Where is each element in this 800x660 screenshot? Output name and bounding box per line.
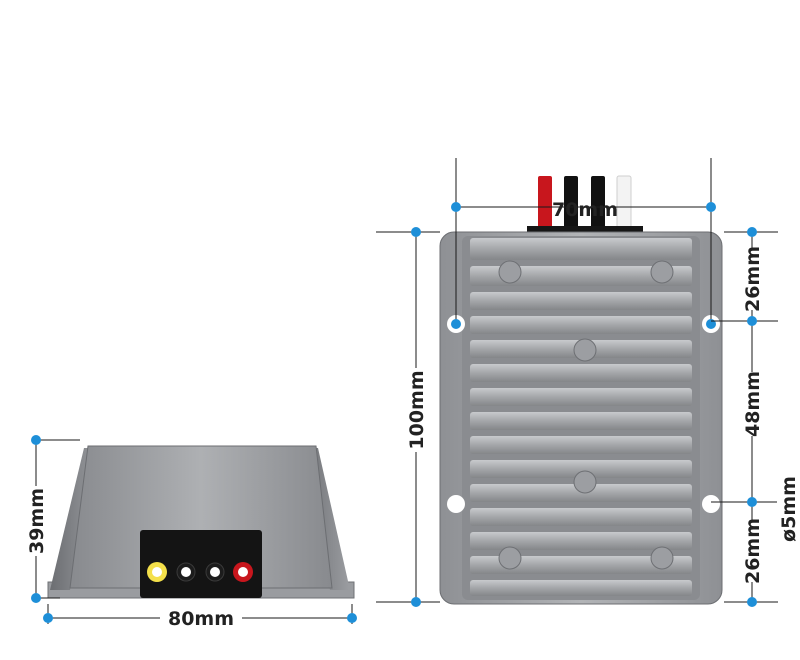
screw	[650, 260, 674, 284]
top-view	[439, 175, 723, 605]
dim-hole-spacing: 70mm	[451, 158, 716, 329]
wire-red	[538, 176, 552, 232]
screw	[498, 546, 522, 570]
dot-marker-icon	[747, 316, 757, 326]
wire-black-1	[564, 176, 578, 232]
terminal-red	[233, 562, 253, 582]
dot-marker-icon	[31, 593, 41, 603]
screw	[650, 546, 674, 570]
seg-bottom-label: 26mm	[742, 518, 764, 584]
dot-marker-icon	[706, 202, 716, 212]
dot-marker-icon	[451, 202, 461, 212]
terminal-panel	[140, 530, 262, 598]
terminal-black-2	[205, 562, 225, 582]
terminal-black-1	[176, 562, 196, 582]
wire-black-2	[591, 176, 605, 232]
hole-spacing-label: 70mm	[552, 199, 618, 221]
seg-middle-label: 48mm	[742, 371, 764, 437]
front-height-label: 39mm	[26, 488, 48, 554]
terminal-yellow	[147, 562, 167, 582]
dot-marker-icon	[411, 227, 421, 237]
screw	[573, 470, 597, 494]
front-housing	[69, 445, 333, 589]
top-length-label: 100mm	[406, 370, 428, 449]
dot-marker-icon	[31, 435, 41, 445]
dim-right-chain: 26mm 48mm 26mm ø5mm	[711, 227, 800, 607]
hole-diameter-label: ø5mm	[778, 476, 800, 542]
dim-top-length: 100mm	[376, 227, 440, 607]
front-width-label: 80mm	[168, 608, 234, 630]
wire-white	[616, 175, 632, 233]
dim-front-width: 80mm	[43, 604, 357, 630]
mounting-hole	[702, 495, 720, 513]
front-view	[47, 445, 355, 599]
dot-marker-icon	[747, 597, 757, 607]
dot-marker-icon	[747, 497, 757, 507]
mounting-hole	[447, 495, 465, 513]
dot-marker-icon	[747, 227, 757, 237]
dim-front-height: 39mm	[22, 435, 80, 603]
dot-marker-icon	[411, 597, 421, 607]
screw	[573, 338, 597, 362]
seg-top-label: 26mm	[742, 246, 764, 312]
dot-marker-icon	[347, 613, 357, 623]
screw	[498, 260, 522, 284]
dot-marker-icon	[451, 319, 461, 329]
dot-marker-icon	[43, 613, 53, 623]
wire-grommet	[527, 226, 643, 236]
